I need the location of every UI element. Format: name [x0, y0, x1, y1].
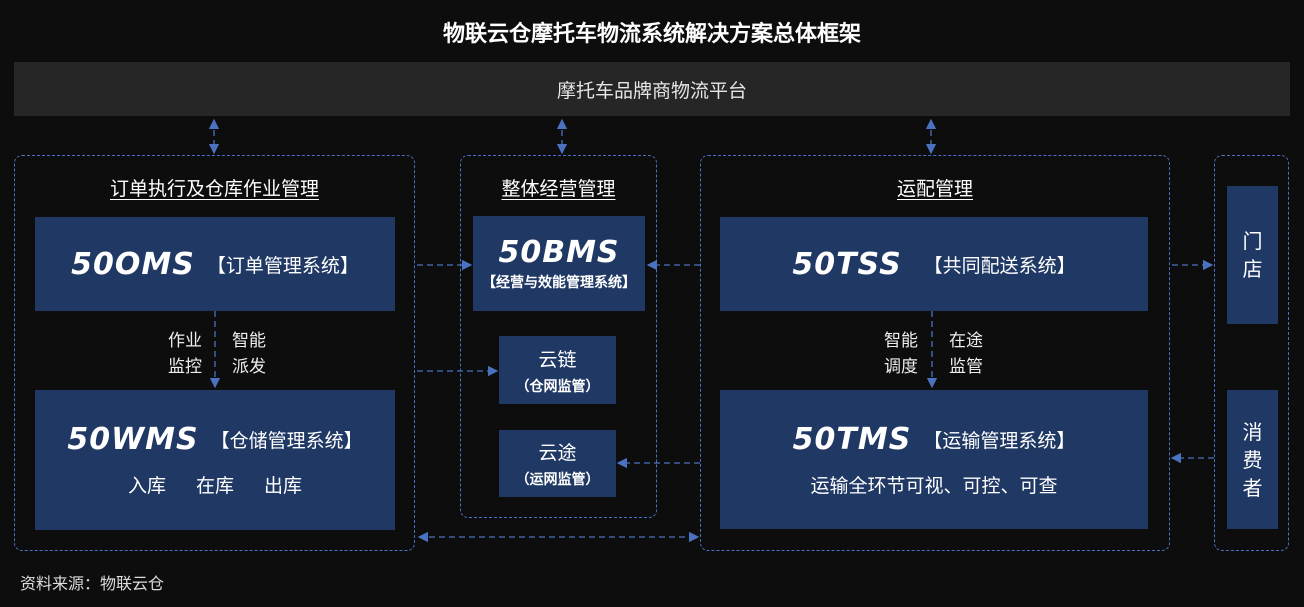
tss-box: 50TSS 【共同配送系统】	[720, 217, 1148, 311]
oms-box: 50OMS 【订单管理系统】	[35, 217, 395, 311]
wms-label: 【仓储管理系统】	[210, 430, 363, 452]
flow-label-left: 智能调度	[884, 331, 918, 377]
tms-desc: 运输全环节可视、可控、可查	[810, 474, 1058, 497]
consumer-label: 消费者	[1242, 419, 1263, 500]
group-endpoints	[1214, 155, 1289, 551]
flow-label-left: 作业监控	[168, 331, 202, 377]
yuntu-name: 云途	[538, 442, 577, 464]
consumer-box: 消费者	[1227, 390, 1278, 529]
tss-logo: 50TSS	[792, 246, 902, 282]
group-distribution: 运配管理	[700, 155, 1170, 551]
diagram-title: 物联云仓摩托车物流系统解决方案总体框架	[442, 22, 861, 47]
yunlian-sub: （仓网监管）	[515, 378, 600, 395]
yuntu-sub: （运网监管）	[515, 472, 600, 488]
source-note: 资料来源：物联云仓	[20, 574, 165, 593]
tms-label: 【运输管理系统】	[923, 429, 1076, 452]
flow-label-right: 智能派发	[232, 331, 266, 377]
wms-item: 入库	[127, 475, 166, 497]
bms-logo: 50BMS	[498, 235, 620, 270]
tms-box: 50TMS 【运输管理系统】 运输全环节可视、可控、可查	[720, 390, 1148, 529]
wms-logo: 50WMS	[67, 422, 199, 457]
store-box: 门店	[1227, 186, 1278, 324]
wms-item: 在库	[195, 475, 234, 497]
group-title: 整体经营管理	[501, 178, 616, 200]
group-order-warehouse: 订单执行及仓库作业管理	[14, 155, 415, 551]
oms-label: 【订单管理系统】	[206, 254, 359, 277]
wms-box: 50WMS 【仓储管理系统】 入库 在库 出库	[35, 390, 395, 530]
bms-box: 50BMS 【经营与效能管理系统】	[473, 216, 645, 311]
yuntu-box: 云途 （运网监管）	[499, 430, 616, 497]
bms-label: 【经营与效能管理系统】	[482, 275, 636, 291]
group-operations: 整体经营管理	[460, 155, 657, 518]
store-label: 门店	[1242, 229, 1263, 281]
group-title: 运配管理	[896, 178, 973, 200]
wms-item: 出库	[264, 475, 303, 497]
tss-label: 【共同配送系统】	[923, 254, 1076, 277]
group-title: 订单执行及仓库作业管理	[109, 178, 319, 200]
tms-logo: 50TMS	[792, 421, 912, 457]
flow-label-right: 在途监管	[949, 331, 983, 377]
platform-bar: 摩托车品牌商物流平台	[14, 62, 1290, 116]
yunlian-box: 云链 （仓网监管）	[499, 336, 616, 404]
yunlian-name: 云链	[538, 348, 577, 371]
oms-logo: 50OMS	[71, 246, 195, 282]
